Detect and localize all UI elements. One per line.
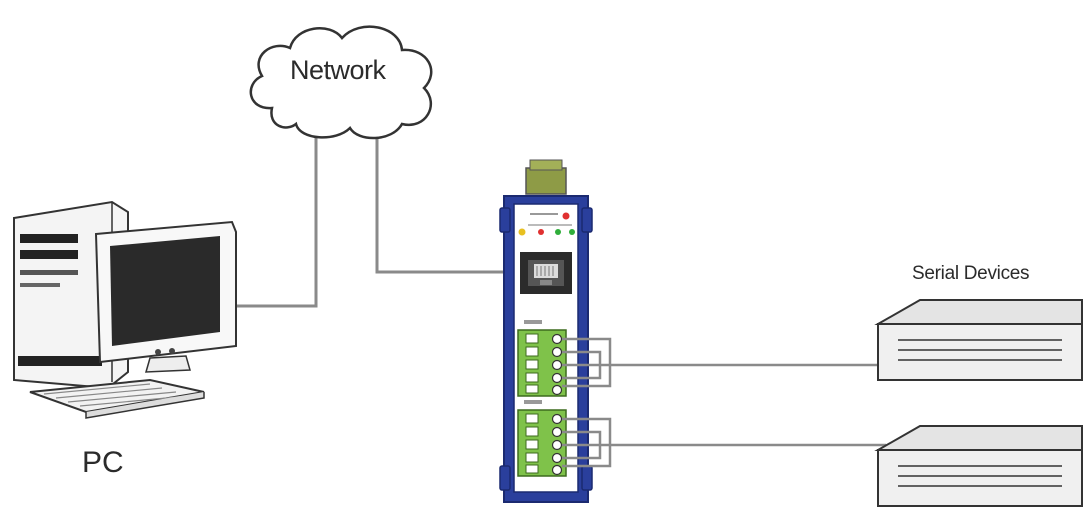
pc-label: PC [82, 446, 124, 479]
serial-terminal-block-1 [517, 329, 567, 397]
network-cables [236, 132, 522, 308]
ethernet-port [520, 252, 572, 294]
status-leds [518, 212, 575, 236]
serial-devices-label: Serial Devices [912, 263, 1030, 284]
serial-device-box-icon [874, 299, 1083, 381]
din-rail-mount [525, 167, 567, 195]
network-label: Network [290, 55, 386, 85]
serial-gateway-device [499, 159, 593, 503]
network-to-gateway-cable [375, 132, 522, 274]
serial-wiring [562, 337, 886, 468]
pc-screen [110, 236, 220, 346]
pc-to-network-cable [236, 132, 318, 308]
serial-terminal-block-2 [517, 409, 567, 477]
network-cloud-icon [249, 25, 433, 140]
serial-device-box-icon [874, 425, 1083, 507]
desktop-computer-icon [13, 200, 237, 419]
